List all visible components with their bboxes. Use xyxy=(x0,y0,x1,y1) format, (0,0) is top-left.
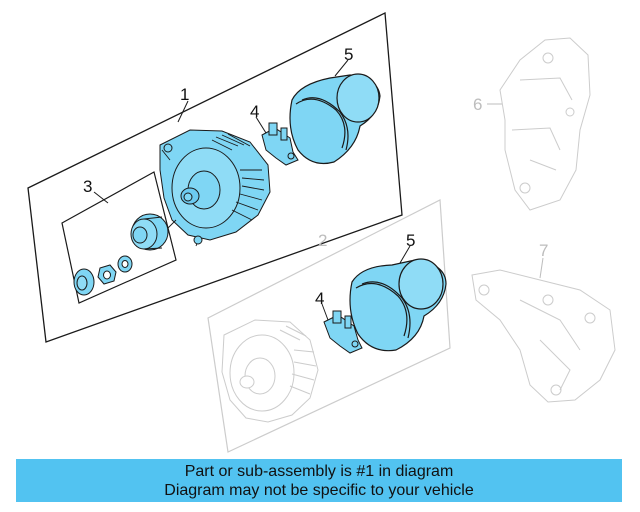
leader-3 xyxy=(93,191,109,204)
callout-1: 1 xyxy=(180,85,189,104)
leader-7 xyxy=(539,257,544,279)
banner-line-1: Part or sub-assembly is #1 in diagram xyxy=(184,462,454,480)
leader-5-top xyxy=(334,59,349,77)
regulator-top xyxy=(261,122,299,166)
banner-line-2: Diagram may not be specific to your vehi… xyxy=(164,481,474,499)
leader-5-bottom xyxy=(399,245,411,264)
cover-bottom xyxy=(349,258,447,352)
callout-7: 7 xyxy=(539,241,548,260)
assembly-3-frame xyxy=(61,171,177,304)
parts-diagram: 1 3 4 5 2 5 4 6 7 xyxy=(27,11,616,453)
assembly-1-frame xyxy=(27,11,403,343)
info-banner: Part or sub-assembly is #1 in diagram Di… xyxy=(16,459,622,502)
callout-2: 2 xyxy=(318,231,327,250)
callout-5-bottom: 5 xyxy=(406,231,415,250)
callout-5-top: 5 xyxy=(344,45,353,64)
callout-6: 6 xyxy=(473,95,482,114)
pulley-parts xyxy=(73,213,169,296)
bracket-7-ghost xyxy=(471,269,616,403)
leader-4-top xyxy=(255,116,267,134)
regulator-bottom xyxy=(323,310,363,354)
callout-4-bottom: 4 xyxy=(315,289,324,308)
bracket-6-ghost xyxy=(499,37,591,211)
leader-1 xyxy=(177,100,189,123)
alternator-highlighted xyxy=(159,129,271,247)
assembly-2-frame xyxy=(207,199,451,453)
cover-top xyxy=(289,73,381,165)
callout-3: 3 xyxy=(83,177,92,196)
callout-4-top: 4 xyxy=(250,102,259,121)
alternator-ghost xyxy=(221,319,319,423)
leader-4-bottom xyxy=(321,303,329,321)
